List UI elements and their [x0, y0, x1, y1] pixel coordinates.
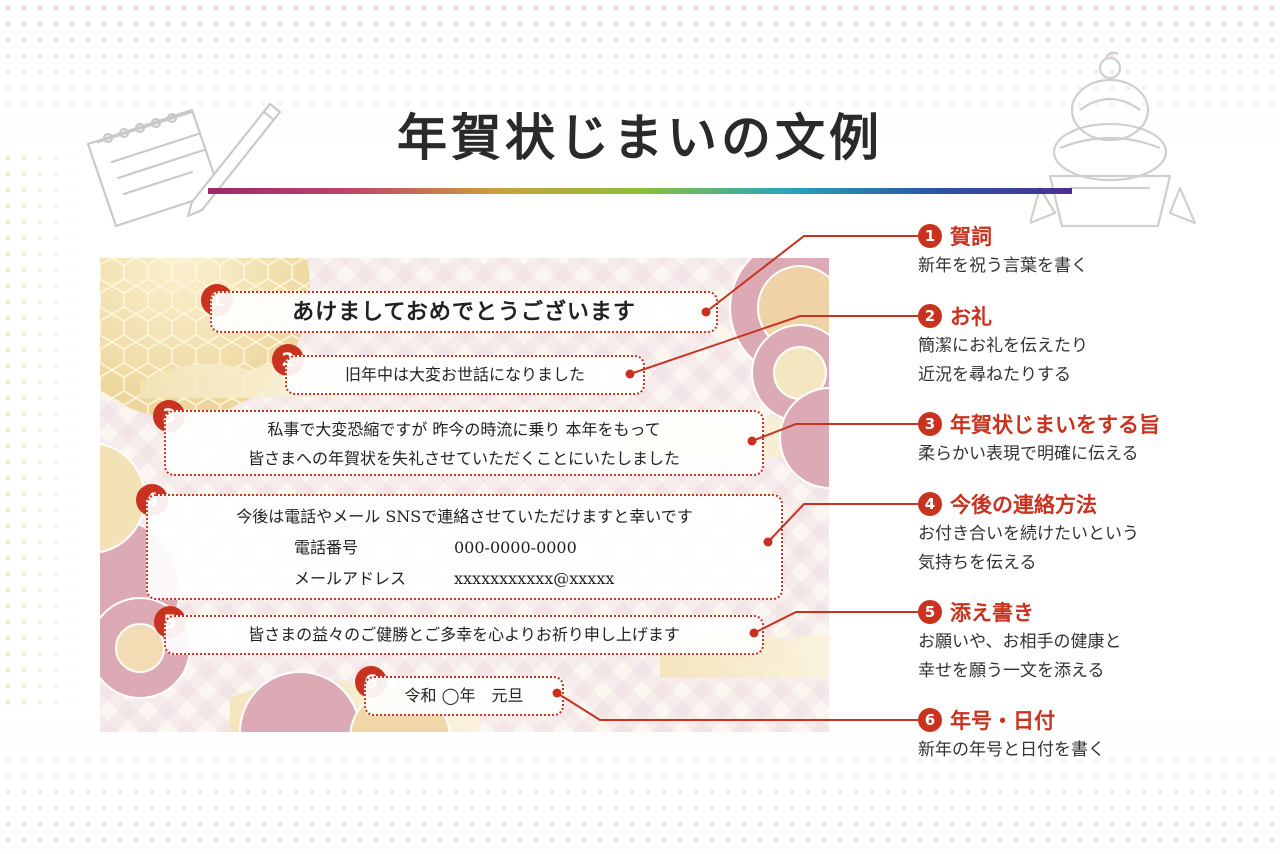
legend-title-5: 添え書き [950, 601, 1034, 625]
legend-desc-5-line-2: 幸せを願う一文を添える [918, 661, 1105, 681]
legend-number-4: 4 [918, 492, 942, 516]
email-label: メールアドレス [294, 569, 407, 588]
legend-number-3: 3 [918, 412, 942, 436]
legend-title-6: 年号・日付 [950, 709, 1055, 733]
legend-item-5: 5 添え書き お願いや、お相手の健康と幸せを願う一文を添える [918, 598, 1278, 686]
page-title: 年賀状じまいの文例 [397, 109, 883, 167]
closing-text: 皆さまの益々のご健勝とご多幸を心よりお祈り申し上げます [248, 625, 680, 644]
legend-title-4: 今後の連絡方法 [950, 493, 1097, 517]
legend-desc-2-line-2: 近況を尋ねたりする [918, 365, 1071, 385]
legend-number-5: 5 [918, 600, 942, 624]
thanks-box: 旧年中は大変お世話になりました [285, 355, 645, 395]
legend-desc-6-line-1: 新年の年号と日付を書く [918, 740, 1105, 760]
thanks-text: 旧年中は大変お世話になりました [344, 365, 585, 384]
legend-title-3: 年賀状じまいをする旨 [950, 413, 1160, 437]
legend-item-2: 2 お礼 簡潔にお礼を伝えたり近況を尋ねたりする [918, 302, 1278, 390]
contact-intro-text: 今後は電話やメール SNSで連絡させていただけますと幸いです [236, 507, 693, 526]
date-text: 令和 ◯年 元旦 [404, 686, 524, 705]
greeting-box: あけましておめでとうございます [210, 291, 718, 333]
greeting-text: あけましておめでとうございます [292, 299, 636, 325]
notice-line-1: 私事で大変恐縮ですが 昨今の時流に乗り 本年をもって [267, 420, 661, 439]
email-value: xxxxxxxxxxx@xxxxx [454, 569, 615, 588]
legend-desc-2-line-1: 簡潔にお礼を伝えたり [918, 336, 1088, 356]
legend-number-6: 6 [918, 708, 942, 732]
legend-desc-4-line-1: お付き合いを続けたいという [918, 524, 1139, 544]
legend-number-1: 1 [918, 224, 942, 248]
legend-title-2: お礼 [950, 305, 992, 329]
new-year-card: 1 あけましておめでとうございます 2 旧年中は大変お世話になりました 3 私事… [100, 258, 829, 732]
legend-desc-4-line-2: 気持ちを伝える [918, 553, 1037, 573]
phone-value: 000-0000-0000 [454, 538, 577, 557]
legend-desc-3-line-1: 柔らかい表現で明確に伝える [918, 444, 1139, 464]
contact-box: 今後は電話やメール SNSで連絡させていただけますと幸いです 電話番号 000-0… [146, 494, 783, 600]
email-row: メールアドレス xxxxxxxxxxx@xxxxx [148, 563, 781, 594]
date-box: 令和 ◯年 元旦 [364, 676, 564, 716]
top-dot-pattern [0, 0, 1280, 150]
notice-box: 私事で大変恐縮ですが 昨今の時流に乗り 本年をもって 皆さまへの年賀状を失礼させ… [164, 410, 764, 476]
phone-row: 電話番号 000-0000-0000 [148, 532, 781, 563]
title-gradient-rule [208, 188, 1072, 194]
left-dot-pattern [0, 150, 90, 710]
legend-desc-1-line-1: 新年を祝う言葉を書く [918, 256, 1088, 276]
phone-label: 電話番号 [294, 538, 359, 557]
kagami-mochi-icon [1030, 51, 1197, 228]
legend-item-6: 6 年号・日付 新年の年号と日付を書く [918, 706, 1278, 765]
legend-item-4: 4 今後の連絡方法 お付き合いを続けたいという気持ちを伝える [918, 490, 1278, 578]
notice-line-2: 皆さまへの年賀状を失礼させていただくことにいたしました [247, 449, 680, 468]
closing-box: 皆さまの益々のご健勝とご多幸を心よりお祈り申し上げます [164, 615, 764, 655]
legend-item-1: 1 賀詞 新年を祝う言葉を書く [918, 222, 1278, 281]
legend-item-3: 3 年賀状じまいをする旨 柔らかい表現で明確に伝える [918, 410, 1278, 469]
legend-desc-5-line-1: お願いや、お相手の健康と [918, 632, 1122, 652]
legend-title-1: 賀詞 [950, 225, 992, 249]
legend-number-2: 2 [918, 304, 942, 328]
